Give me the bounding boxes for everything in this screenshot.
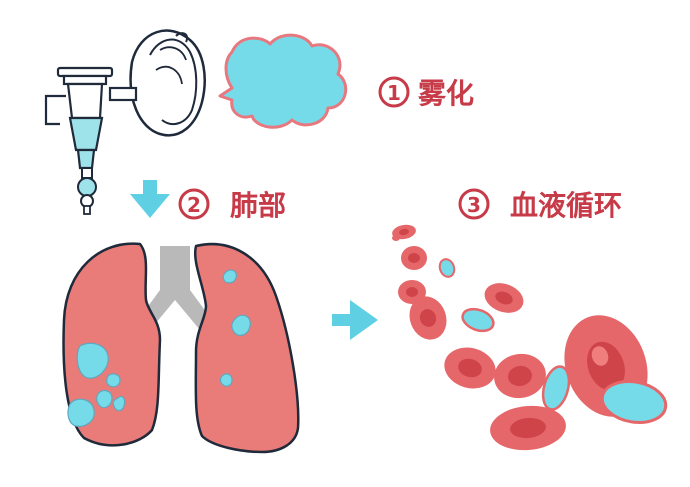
down-arrow-icon xyxy=(130,180,170,218)
mist-particles xyxy=(67,269,251,427)
step-2: 2 肺部 xyxy=(178,188,286,222)
step-number-badge xyxy=(458,188,490,220)
blood-cell xyxy=(484,283,524,313)
blood-cell xyxy=(461,307,495,333)
step-number: 1 xyxy=(387,81,401,105)
left-lung xyxy=(62,242,162,447)
blood-cell xyxy=(494,353,546,399)
step-number-badge xyxy=(378,76,410,108)
step-label: 肺部 xyxy=(230,189,286,222)
step-number: 3 xyxy=(467,193,481,217)
step-label: 血液循环 xyxy=(510,189,622,222)
red-blood-cells-icon xyxy=(392,224,668,451)
blood-cell xyxy=(490,405,566,451)
blood-cell xyxy=(392,235,400,241)
step-3: 3 血液循环 xyxy=(458,188,622,222)
nebulizer-mask-icon xyxy=(44,29,206,215)
right-lung xyxy=(193,242,300,454)
right-arrow-icon xyxy=(332,300,378,340)
step-1: 1 雾化 xyxy=(378,76,474,110)
blood-cell xyxy=(600,380,668,424)
blood-cell xyxy=(401,246,427,270)
blood-cell xyxy=(438,258,456,278)
mist-cloud-icon xyxy=(218,33,348,129)
lungs-icon xyxy=(62,242,300,454)
blood-cell xyxy=(409,296,447,340)
blood-cell xyxy=(444,347,496,389)
step-number: 2 xyxy=(187,193,201,217)
step-label: 雾化 xyxy=(418,77,474,110)
step-number-badge xyxy=(178,188,210,220)
